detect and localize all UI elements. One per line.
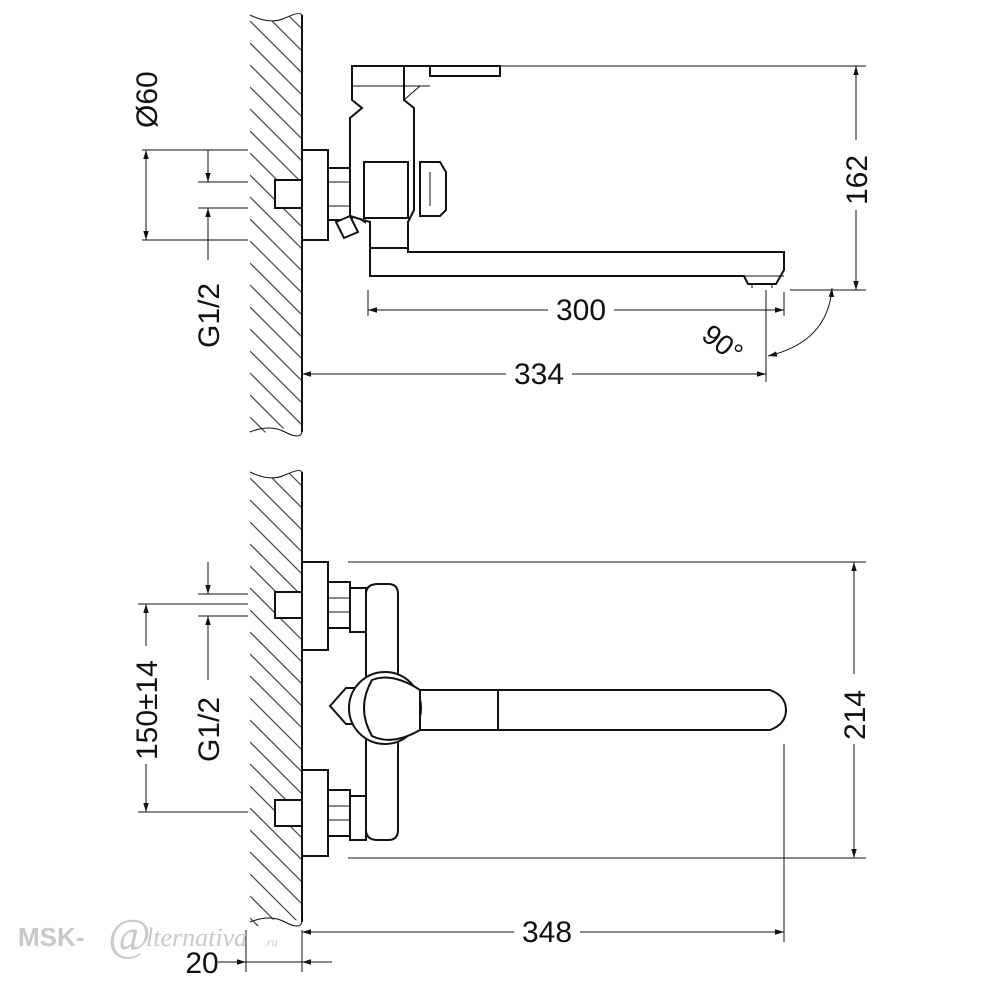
dim-label-length-front: 348 — [522, 916, 572, 949]
wall-hatch-line — [249, 64, 302, 118]
wall-hatch-line — [249, 675, 302, 729]
wall-hatch-line — [249, 851, 302, 905]
wall-hatch-line — [249, 653, 302, 707]
wall-hatch-line — [249, 631, 302, 685]
wall-hatch-line — [249, 697, 302, 751]
dim-label-angle: 90° — [696, 318, 748, 368]
wall-hatch-line — [249, 394, 302, 439]
dim-label-center-distance: 150±14 — [131, 660, 164, 760]
wall-hatch-line — [249, 719, 302, 773]
extension-lines-front — [138, 561, 866, 972]
wall-hatch-line — [249, 521, 302, 575]
lever-handle-front — [348, 671, 788, 745]
wall-hatch-line — [249, 372, 302, 426]
wall-hatch-line — [249, 196, 302, 250]
eccentric-lower-front — [274, 769, 351, 857]
wall-hatch-line — [249, 829, 302, 883]
wall-hatch-line — [249, 543, 302, 597]
eccentric-upper-front — [274, 561, 351, 651]
wall-hatch-line — [250, 0, 302, 7]
dim-label-height-top: 162 — [841, 155, 874, 205]
wall-hatch-line — [249, 416, 302, 439]
wall-hatch-line — [249, 108, 302, 162]
wall-hatch-line — [249, 873, 302, 927]
wall-hatch-line — [249, 218, 302, 272]
wall-hatch-line — [249, 306, 302, 360]
mixer-body-top — [349, 65, 501, 249]
wall-section-front — [249, 412, 303, 929]
dim-arc-angle — [767, 287, 835, 357]
wall-hatch-line — [250, 412, 302, 464]
wall-hatch-line — [249, 470, 302, 509]
wall-hatch-line — [249, 42, 302, 96]
dim-label-thread-front: G1/2 — [193, 697, 226, 762]
dim-label-height-front: 214 — [839, 690, 872, 740]
dim-label-diameter: Ø60 — [131, 71, 164, 128]
spout-top — [369, 247, 785, 288]
wall-hatch-line — [249, 240, 302, 294]
watermark-brand-tld: .ru — [264, 935, 278, 949]
wall-hatch-line — [249, 130, 302, 184]
wall-hatch-line — [249, 262, 302, 316]
wall-hatch-line — [249, 13, 302, 52]
wall-hatch-line — [249, 350, 302, 404]
wall-hatch-line — [249, 741, 302, 795]
wall-section-top — [249, 0, 303, 491]
wall-hatch-line — [250, 439, 302, 491]
wall-hatch-line — [249, 470, 302, 487]
wall-hatch-line — [249, 499, 302, 553]
front-view: 150±14 G1/2 214 348 20 — [128, 412, 872, 980]
wall-hatch-line — [249, 284, 302, 338]
wall-hatch-line — [249, 13, 302, 30]
wall-hatch-line — [249, 86, 302, 140]
extension-lines-top — [142, 65, 866, 382]
dim-label-thread-top: G1/2 — [193, 283, 226, 348]
dim-label-spout-reach: 300 — [556, 294, 606, 327]
wall-hatch-line — [249, 328, 302, 382]
dim-label-total-reach: 334 — [514, 358, 564, 391]
wall-hatch-line — [249, 477, 302, 531]
watermark-logo: MSK- @ lternativa .ru — [18, 909, 278, 960]
wall-hatch-line — [249, 807, 302, 861]
eccentric-connector-top — [274, 149, 366, 241]
watermark-brand-right: lternativa — [146, 923, 247, 952]
watermark-brand-left: MSK- — [18, 922, 84, 952]
dim-label-wall-front: 20 — [185, 947, 218, 980]
watermark-brand-symbol: @ — [108, 909, 150, 960]
wall-hatch-line — [249, 609, 302, 663]
top-view: Ø60 G1/2 162 300 90° 334 — [131, 0, 874, 491]
wall-hatch-line — [249, 20, 302, 74]
